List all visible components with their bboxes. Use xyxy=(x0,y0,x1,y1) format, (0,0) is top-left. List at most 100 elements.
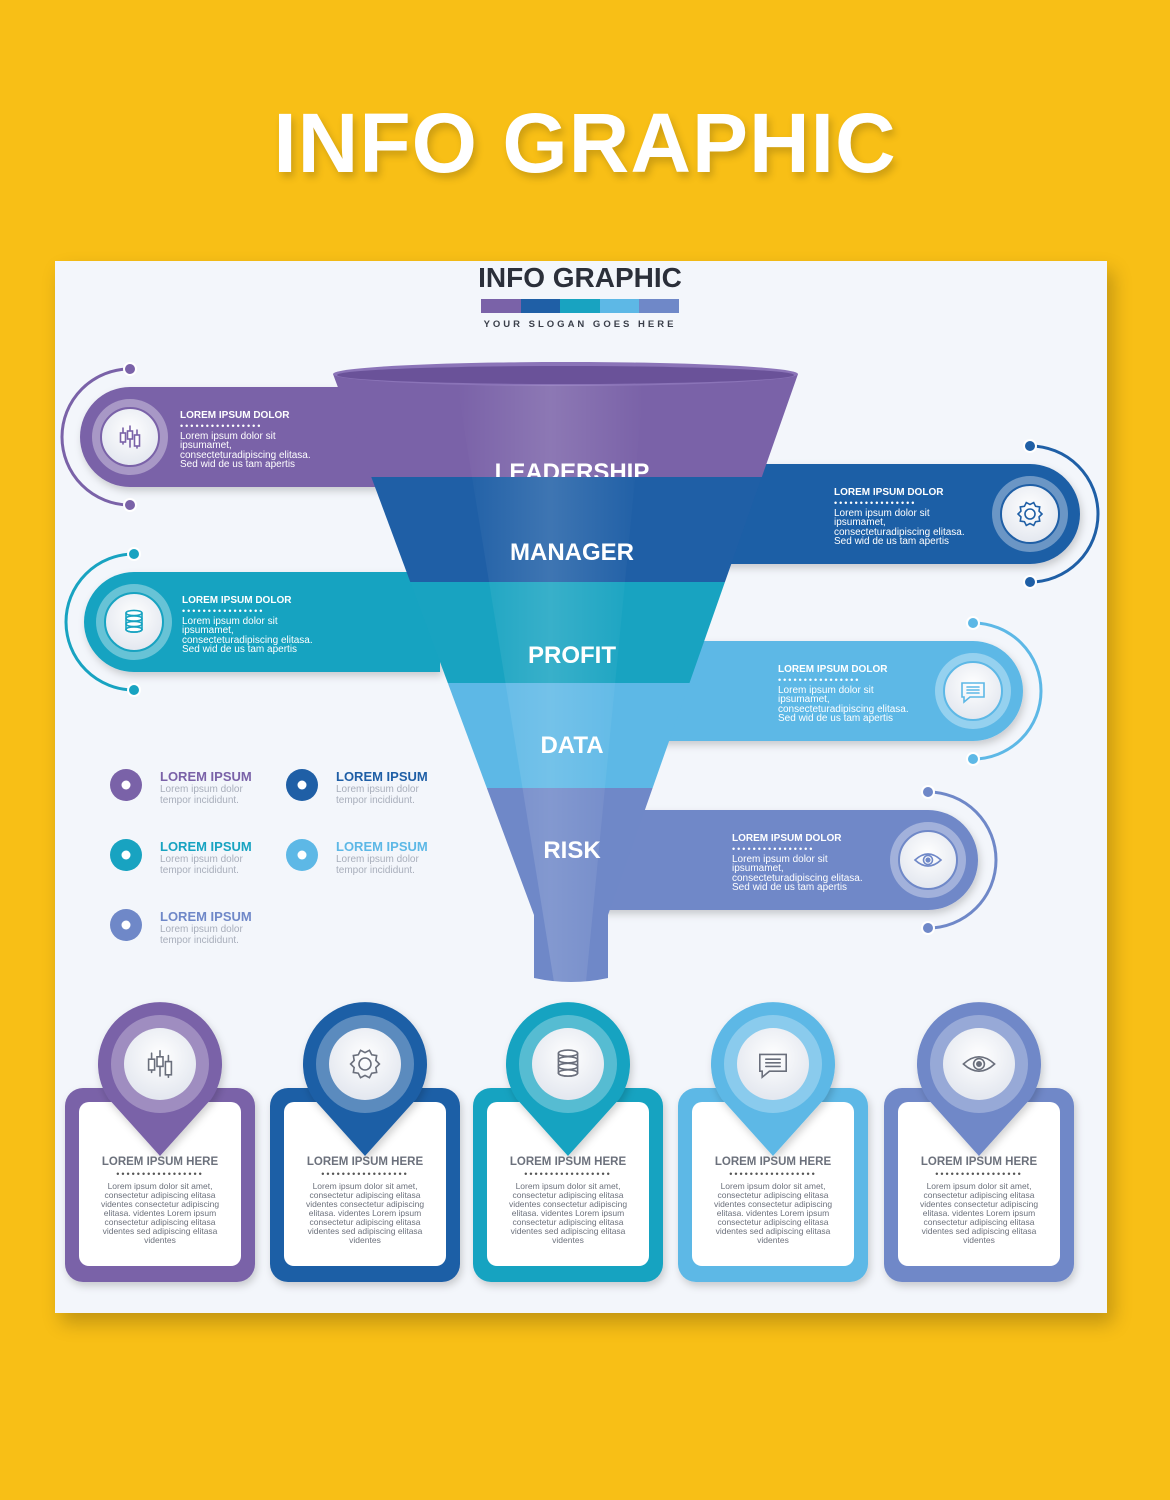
band-arc xyxy=(60,367,131,507)
box-title: LOREM IPSUM HERE xyxy=(101,1156,219,1168)
band-text: LOREM IPSUM DOLOR••••••••••••••••Lorem i… xyxy=(732,834,882,893)
legend-text: Lorem ipsum dolor xyxy=(160,854,243,865)
legend-title: LOREM IPSUM xyxy=(336,769,428,784)
legend-bullet xyxy=(286,769,318,801)
band-shape xyxy=(84,572,440,672)
box-text: LOREM IPSUM HERE•••••••••••••••••Lorem i… xyxy=(300,1156,430,1245)
band-description: Lorem ipsum dolor sit ipsumamet, consect… xyxy=(182,615,313,655)
box-inner xyxy=(487,1102,649,1266)
legend-text: Lorem ipsum dolor xyxy=(160,784,243,795)
arc-dot xyxy=(921,921,935,935)
band-title: LOREM IPSUM DOLOR xyxy=(778,664,888,675)
info-box-2 xyxy=(270,1002,460,1282)
arc-dot xyxy=(123,498,137,512)
pin-button xyxy=(737,1028,809,1100)
arc-dot xyxy=(127,683,141,697)
info-box-4 xyxy=(678,1002,868,1282)
band-arc xyxy=(927,790,998,930)
legend-title: LOREM IPSUM xyxy=(160,769,252,784)
funnel-opening xyxy=(337,366,794,384)
eye-icon xyxy=(913,853,943,867)
box-inner xyxy=(898,1102,1060,1266)
legend-text: tempor incididunt. xyxy=(160,795,239,806)
icon-button xyxy=(943,661,1003,721)
box-inner xyxy=(79,1102,241,1266)
legend-title: LOREM IPSUM xyxy=(160,839,252,854)
band-text: LOREM IPSUM DOLOR••••••••••••••••Lorem i… xyxy=(180,411,330,470)
database-icon xyxy=(557,1049,579,1077)
eye-icon xyxy=(962,1056,996,1072)
legend-text: Lorem ipsum dolor xyxy=(336,854,419,865)
band-description: Lorem ipsum dolor sit ipsumamet, consect… xyxy=(778,684,909,724)
arc-dot xyxy=(1023,575,1037,589)
arc-dot xyxy=(123,362,137,376)
box-description: Lorem ipsum dolor sit amet, consectetur … xyxy=(508,1181,628,1245)
bands-layer xyxy=(60,362,1100,935)
legend-layer xyxy=(110,769,318,941)
info-box-1 xyxy=(65,1002,255,1282)
arc-dot xyxy=(921,785,935,799)
box-description: Lorem ipsum dolor sit amet, consectetur … xyxy=(713,1181,833,1245)
box-text: LOREM IPSUM HERE•••••••••••••••••Lorem i… xyxy=(95,1156,225,1245)
info-box-3 xyxy=(473,1002,663,1282)
gear-icon xyxy=(349,1049,381,1079)
box-dots: ••••••••••••••••• xyxy=(321,1169,409,1179)
chat-icon xyxy=(759,1053,787,1079)
band-1 xyxy=(60,362,400,512)
color-swatch xyxy=(560,299,600,313)
icon-button xyxy=(1000,484,1060,544)
band-text: LOREM IPSUM DOLOR••••••••••••••••Lorem i… xyxy=(182,596,332,655)
legend-bullet xyxy=(110,839,142,871)
slogan: YOUR SLOGAN GOES HERE xyxy=(483,319,677,330)
band-arc xyxy=(972,621,1043,761)
arc-dot xyxy=(127,547,141,561)
legend-text: tempor incididunt. xyxy=(336,795,415,806)
pin-button xyxy=(329,1028,401,1100)
band-shape xyxy=(80,387,400,487)
band-arc xyxy=(64,552,135,692)
legend-text: Lorem ipsum dolor xyxy=(160,924,243,935)
box-text: LOREM IPSUM HERE•••••••••••••••••Lorem i… xyxy=(503,1156,633,1245)
arc-dot xyxy=(1023,439,1037,453)
boxes-layer xyxy=(65,1002,1074,1282)
band-title: LOREM IPSUM DOLOR xyxy=(180,410,290,421)
legend-text: tempor incididunt. xyxy=(160,865,239,876)
box-title: LOREM IPSUM HERE xyxy=(306,1156,424,1168)
band-title: LOREM IPSUM DOLOR xyxy=(182,595,292,606)
legend-title: LOREM IPSUM xyxy=(160,909,252,924)
page-title: INFO GRAPHIC xyxy=(273,96,897,190)
color-swatch xyxy=(481,299,521,313)
legend-bullet xyxy=(286,839,318,871)
color-bar xyxy=(481,299,679,313)
legend-text: tempor incididunt. xyxy=(160,935,239,946)
band-description: Lorem ipsum dolor sit ipsumamet, consect… xyxy=(732,853,863,893)
box-inner xyxy=(692,1102,854,1266)
legend-title: LOREM IPSUM xyxy=(336,839,428,854)
box-dots: ••••••••••••••••• xyxy=(729,1169,817,1179)
card-title: INFO GRAPHIC xyxy=(478,262,682,293)
chat-icon xyxy=(961,682,985,704)
info-box-5 xyxy=(884,1002,1074,1282)
band-title: LOREM IPSUM DOLOR xyxy=(834,487,944,498)
box-dots: ••••••••••••••••• xyxy=(524,1169,612,1179)
band-3 xyxy=(64,547,440,697)
color-swatch xyxy=(599,299,640,313)
legend-text: Lorem ipsum dolor xyxy=(336,784,419,795)
box-inner xyxy=(284,1102,446,1266)
band-arc xyxy=(1029,444,1100,584)
gear-icon xyxy=(1016,501,1044,527)
legend-bullet xyxy=(110,769,142,801)
box-text: LOREM IPSUM HERE•••••••••••••••••Lorem i… xyxy=(708,1156,838,1245)
database-icon xyxy=(125,609,143,633)
band-dots: •••••••••••••••• xyxy=(778,674,861,685)
box-description: Lorem ipsum dolor sit amet, consectetur … xyxy=(919,1181,1039,1245)
candlestick-icon xyxy=(119,425,141,449)
band-dots: •••••••••••••••• xyxy=(180,420,263,431)
legend-text: tempor incididunt. xyxy=(336,865,415,876)
legend-bullet xyxy=(110,909,142,941)
box-dots: ••••••••••••••••• xyxy=(935,1169,1023,1179)
